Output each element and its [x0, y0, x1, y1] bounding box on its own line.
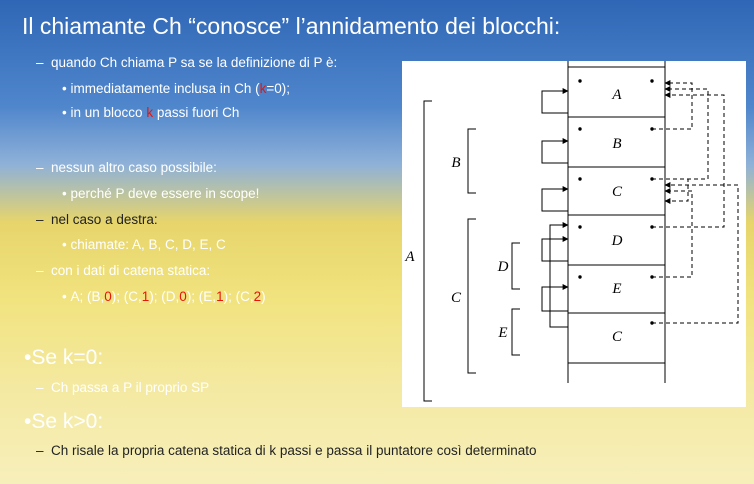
frame-label-a: A: [611, 87, 622, 103]
bullet-1: – quando Ch chiama P sa se la definizion…: [36, 55, 338, 70]
static-chain-diagram: A B C D E C: [404, 61, 739, 402]
bullet-4: – con i dati di catena statica:: [36, 263, 211, 278]
frame-label-d: D: [611, 233, 623, 249]
case-kgt0-heading: •Se k>0:: [24, 410, 104, 433]
slide-title: Il chiamante Ch “conosce” l’annidamento …: [22, 13, 561, 39]
frame-label-b: B: [612, 136, 621, 152]
nest-label-e: E: [497, 325, 507, 341]
nest-label-d: D: [497, 259, 509, 275]
bullet-4a: • A; (B,0); (C,1); (D,0); (E,1); (C,2): [62, 289, 266, 304]
bullet-3a: • chiamate: A, B, C, D, E, C: [62, 237, 226, 252]
nest-label-c: C: [451, 290, 462, 306]
case-k0-text: – Ch passa a P il proprio SP: [36, 380, 210, 395]
frame-label-c: C: [612, 184, 623, 200]
bullet-1b: • in un blocco k passi fuori Ch: [62, 105, 240, 120]
frame-label-e: E: [611, 281, 621, 297]
bullet-2a: • perché P deve essere in scope!: [62, 186, 260, 201]
bullet-3: – nel caso a destra:: [36, 212, 158, 227]
nesting-brackets: [423, 100, 520, 402]
bullet-1a: • immediatamente inclusa in Ch (k=0);: [62, 81, 290, 96]
nest-label-a: A: [404, 249, 415, 265]
bullet-2: – nessun altro caso possibile:: [36, 160, 217, 175]
frame-label-c2: C: [612, 329, 623, 345]
diagram-panel: A B C D E C: [402, 61, 746, 407]
static-chain-arrows: [541, 88, 569, 328]
nest-label-b: B: [451, 155, 460, 171]
case-k0-heading: •Se k=0:: [24, 346, 104, 369]
case-kgt0-text: – Ch risale la propria catena statica di…: [36, 443, 537, 458]
